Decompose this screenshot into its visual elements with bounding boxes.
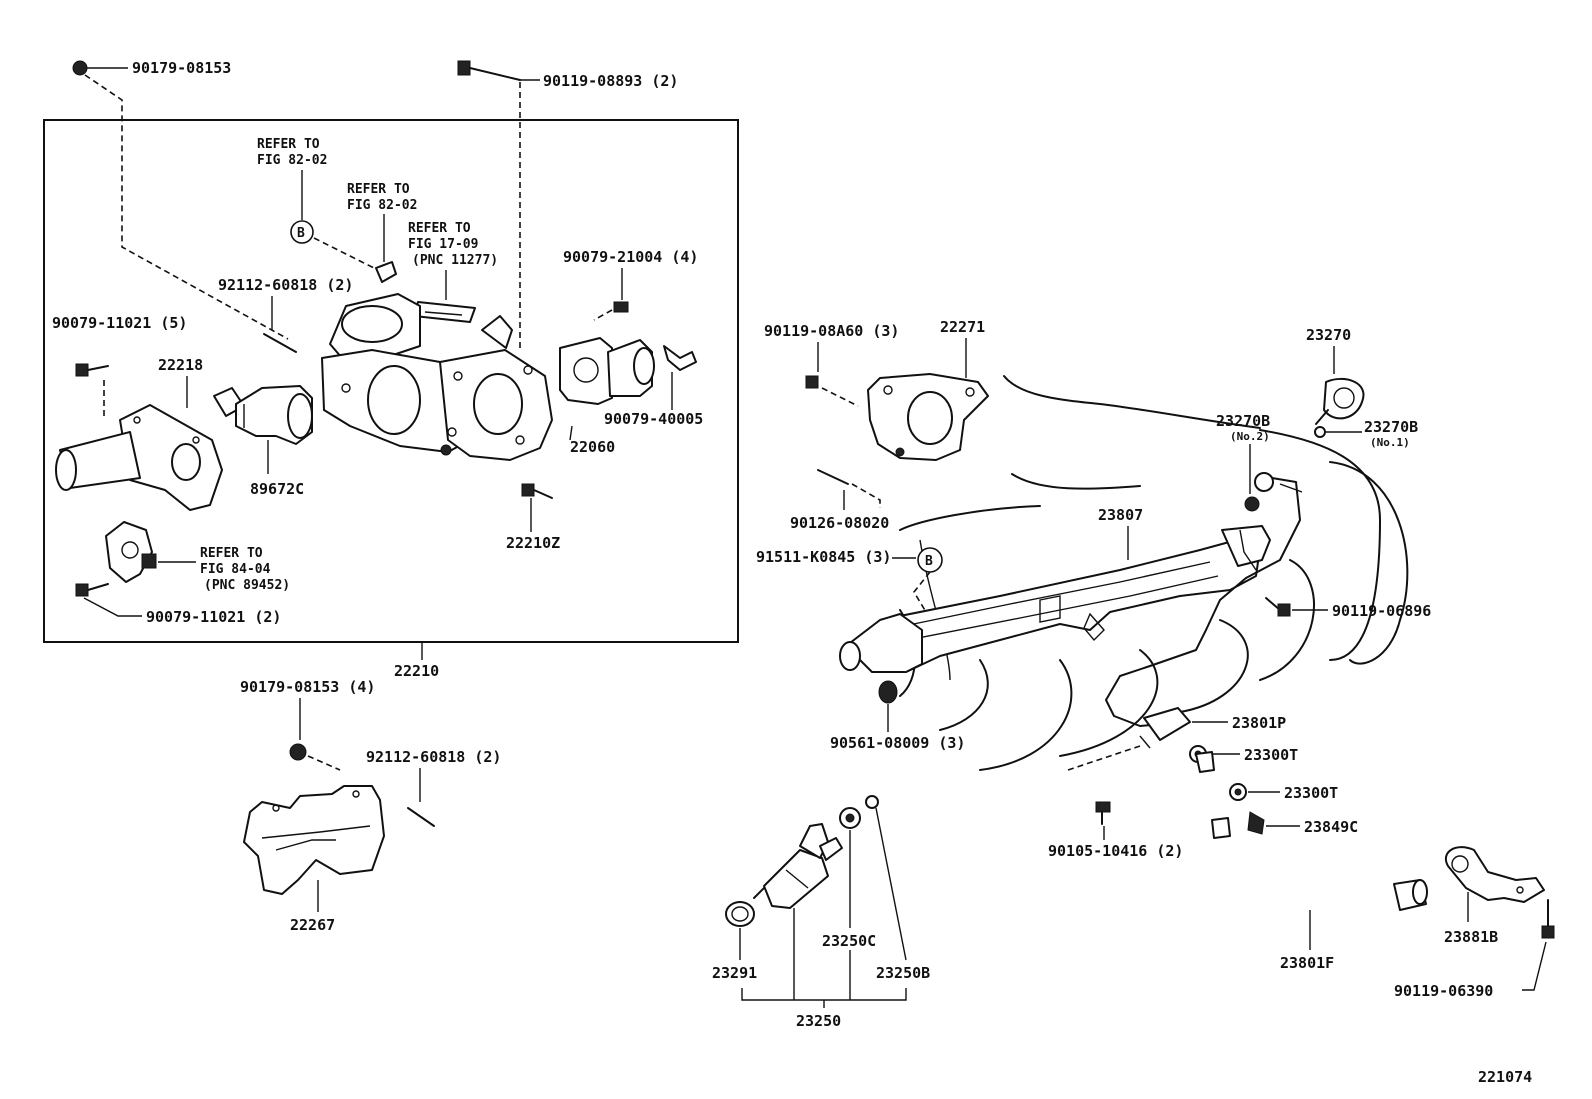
bolt-90119-06390[interactable] bbox=[1541, 899, 1555, 939]
label-92112-60818-bottom: 92112-60818 (2) bbox=[366, 748, 501, 766]
refer-84-04-line3: (PNC 89452) bbox=[204, 578, 290, 593]
label-90119-06390: 90119-06390 bbox=[1394, 982, 1493, 1000]
part-22218-elbow[interactable] bbox=[55, 404, 223, 511]
bolt-90119-08A60[interactable] bbox=[805, 375, 819, 389]
part-23801F-hose[interactable] bbox=[1195, 751, 1428, 912]
svg-text:B: B bbox=[297, 226, 305, 241]
label-23270B-no2: 23270B bbox=[1216, 412, 1270, 430]
label-plate-fig-17-09[interactable] bbox=[413, 301, 476, 323]
label-90079-21004: 90079-21004 (4) bbox=[563, 248, 698, 266]
label-23801P: 23801P bbox=[1232, 714, 1286, 732]
label-23849C: 23849C bbox=[1304, 818, 1358, 836]
spacer-90561-08009[interactable] bbox=[878, 680, 898, 704]
label-23250: 23250 bbox=[796, 1012, 841, 1030]
stud-92112-60818-top[interactable] bbox=[263, 331, 297, 353]
refer-84-04-line1: REFER TO bbox=[200, 546, 263, 561]
label-90179-08153-4: 90179-08153 (4) bbox=[240, 678, 375, 696]
label-23801F: 23801F bbox=[1280, 954, 1334, 972]
label-22218: 22218 bbox=[158, 356, 203, 374]
refer-82-02-a-line2: FIG 82-02 bbox=[257, 153, 327, 168]
refer-82-02-a-line1: REFER TO bbox=[257, 137, 320, 152]
label-92112-60818-top: 92112-60818 (2) bbox=[218, 276, 353, 294]
refer-84-04-line2: FIG 84-04 bbox=[200, 562, 271, 577]
bolt-90079-11021-5[interactable] bbox=[75, 363, 109, 377]
label-90119-08893: 90119-08893 (2) bbox=[543, 72, 678, 90]
label-22271: 22271 bbox=[940, 318, 985, 336]
part-22210Z-sensor[interactable] bbox=[521, 483, 553, 499]
label-22060: 22060 bbox=[570, 438, 615, 456]
label-23300T-b: 23300T bbox=[1284, 784, 1338, 802]
label-23250C: 23250C bbox=[822, 932, 876, 950]
refer-82-02-b-line1: REFER TO bbox=[347, 182, 410, 197]
part-23807-fuel-rail[interactable] bbox=[839, 525, 1271, 673]
refer-17-09-line1: REFER TO bbox=[408, 221, 471, 236]
part-23291-insulator[interactable] bbox=[725, 901, 755, 927]
label-22210: 22210 bbox=[394, 662, 439, 680]
label-90105-10416: 90105-10416 (2) bbox=[1048, 842, 1183, 860]
screw-90079-21004[interactable] bbox=[613, 301, 629, 313]
refer-17-09-line2: FIG 17-09 bbox=[408, 237, 478, 252]
fuel-pipe-return[interactable] bbox=[1105, 472, 1303, 727]
callout-b-left: B bbox=[290, 220, 314, 244]
assembly-22210-frame bbox=[43, 119, 739, 643]
figure-id: 221074 bbox=[1478, 1068, 1532, 1086]
label-no1: (No.1) bbox=[1370, 436, 1410, 449]
bolt-90119-06896[interactable] bbox=[1265, 597, 1291, 617]
part-23881B-clamp[interactable] bbox=[1445, 846, 1545, 903]
part-89672C-sensor[interactable] bbox=[213, 385, 313, 445]
oring-23270B-no1[interactable] bbox=[1314, 426, 1326, 438]
washer-23300T-b[interactable] bbox=[1229, 783, 1247, 801]
clip-fig-82-02[interactable] bbox=[375, 261, 397, 283]
label-22267: 22267 bbox=[290, 916, 335, 934]
clip-90079-40005[interactable] bbox=[663, 345, 697, 371]
part-throttle-body[interactable] bbox=[321, 293, 553, 461]
stud-90126-08020[interactable] bbox=[817, 469, 849, 485]
bolt-23849C[interactable] bbox=[1247, 811, 1265, 835]
part-23801P-pipe[interactable] bbox=[1139, 707, 1191, 749]
label-22210Z: 22210Z bbox=[506, 534, 560, 552]
label-90079-11021-2: 90079-11021 (2) bbox=[146, 608, 281, 626]
label-90561-08009: 90561-08009 (3) bbox=[830, 734, 965, 752]
label-90119-08A60: 90119-08A60 (3) bbox=[764, 322, 899, 340]
label-23270B-no1: 23270B bbox=[1364, 418, 1418, 436]
refer-82-02-b-line2: FIG 82-02 bbox=[347, 198, 417, 213]
label-90126-08020: 90126-08020 bbox=[790, 514, 889, 532]
nut-90179-08153-4[interactable] bbox=[289, 743, 307, 761]
label-90179-08153-top: 90179-08153 bbox=[132, 59, 231, 77]
part-23250C-grommet[interactable] bbox=[839, 807, 861, 829]
label-23270: 23270 bbox=[1306, 326, 1351, 344]
part-23250B-oring[interactable] bbox=[865, 795, 879, 809]
label-23807: 23807 bbox=[1098, 506, 1143, 524]
part-injector[interactable] bbox=[753, 823, 843, 909]
part-22060-valve[interactable] bbox=[559, 337, 655, 405]
label-89672C: 89672C bbox=[250, 480, 304, 498]
label-23291: 23291 bbox=[712, 964, 757, 982]
oring-23270B-no2[interactable] bbox=[1244, 496, 1260, 512]
bolt-90105-10416[interactable] bbox=[1095, 801, 1111, 825]
callout-b-right: B bbox=[917, 547, 943, 573]
nut-90179-08153-top[interactable] bbox=[72, 60, 128, 76]
refer-17-09-line3: (PNC 11277) bbox=[412, 253, 498, 268]
label-90119-06896: 90119-06896 bbox=[1332, 602, 1431, 620]
part-22267-bracket[interactable] bbox=[243, 785, 385, 895]
label-23300T-a: 23300T bbox=[1244, 746, 1298, 764]
bolt-90079-11021-2[interactable] bbox=[75, 583, 109, 597]
part-22271-gasket[interactable] bbox=[867, 373, 989, 461]
bolt-90119-08893[interactable] bbox=[457, 60, 540, 81]
label-23881B: 23881B bbox=[1444, 928, 1498, 946]
svg-text:B: B bbox=[925, 554, 933, 569]
label-no2: (No.2) bbox=[1230, 430, 1270, 443]
part-23270-cap[interactable] bbox=[1315, 377, 1365, 425]
part-fig-84-04-sensor[interactable] bbox=[105, 521, 157, 583]
stud-92112-60818-bottom[interactable] bbox=[407, 807, 435, 827]
label-90079-11021-5: 90079-11021 (5) bbox=[52, 314, 187, 332]
label-90079-40005: 90079-40005 bbox=[604, 410, 703, 428]
label-91511-K0845: 91511-K0845 (3) bbox=[756, 548, 891, 566]
label-23250B: 23250B bbox=[876, 964, 930, 982]
